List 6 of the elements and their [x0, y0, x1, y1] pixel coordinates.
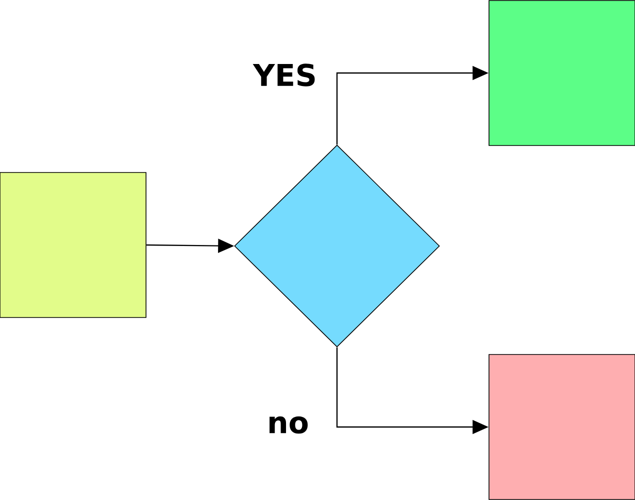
edge-label: no [270, 416, 308, 434]
decision-diamond [234, 144, 440, 348]
process-box [488, 354, 635, 500]
edge-label: YES [252, 64, 315, 86]
process-box [0, 172, 146, 318]
process-box [488, 0, 635, 146]
